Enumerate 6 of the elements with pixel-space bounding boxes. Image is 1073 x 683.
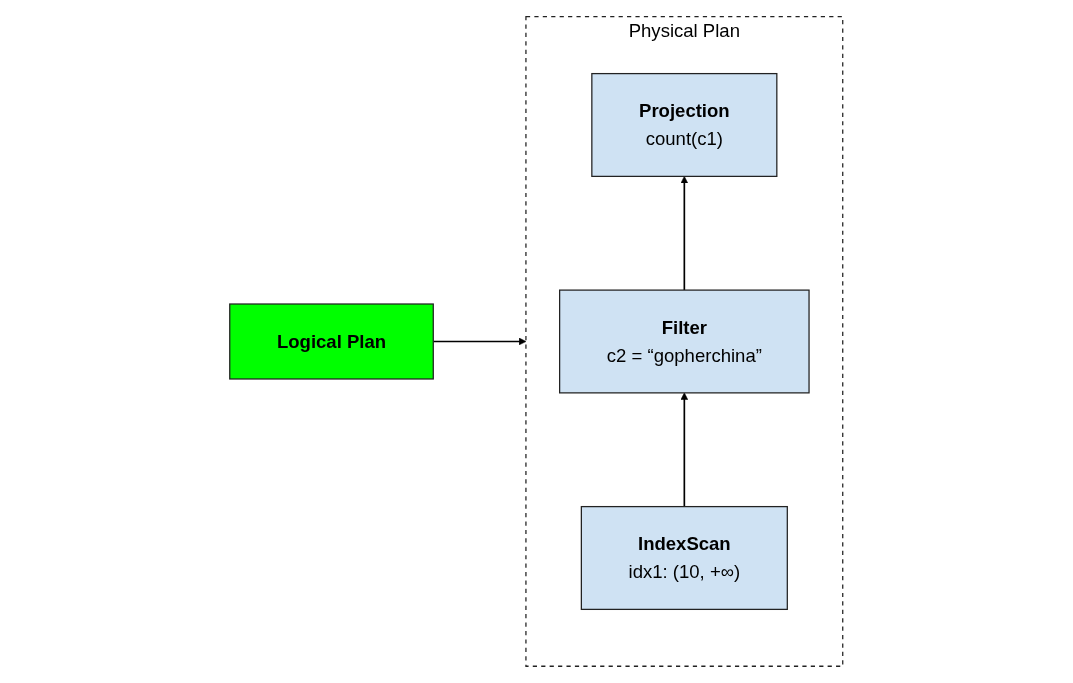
node-box: Filter c2 = “gopherchina” [559, 289, 810, 394]
node-box: Logical Plan [229, 303, 435, 380]
node-box: Projection count(c1) [591, 72, 778, 177]
arrow [680, 176, 689, 291]
node-box: IndexScan idx1: (10, +∞) [581, 506, 789, 610]
arrow [680, 392, 689, 508]
